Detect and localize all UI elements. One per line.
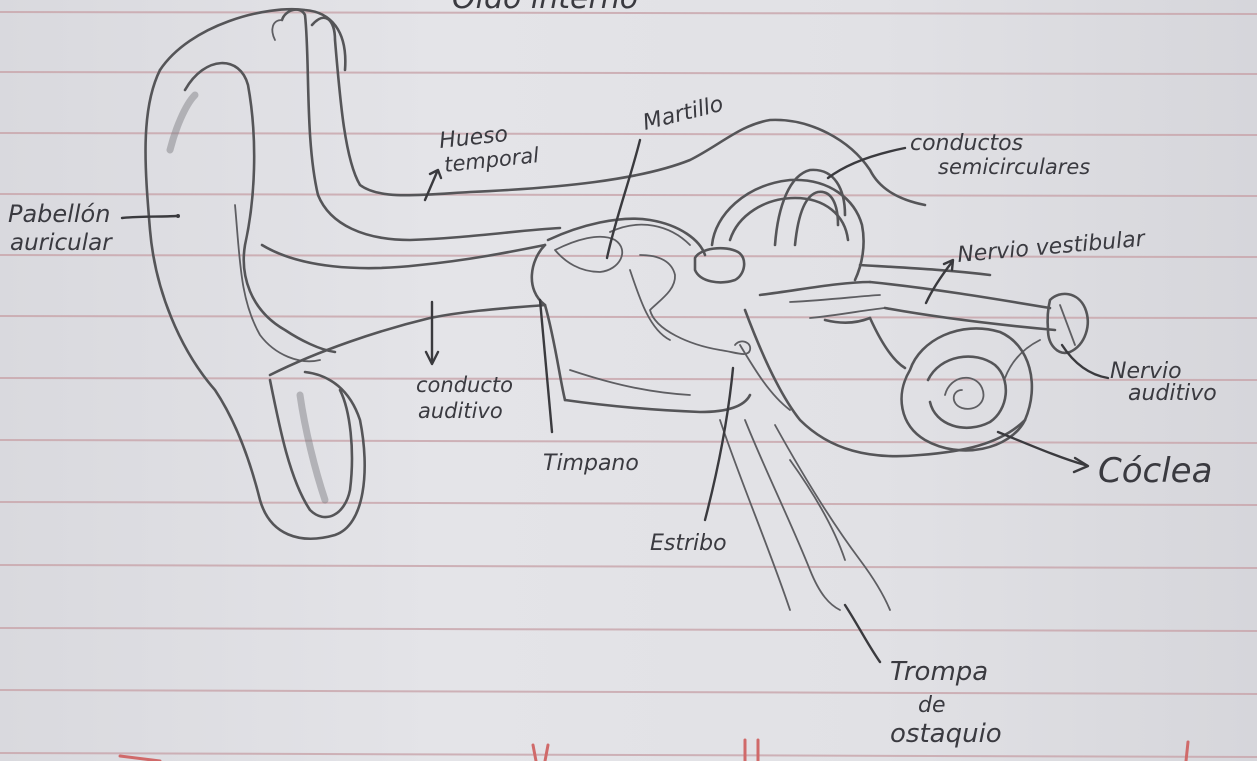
heading-fragment: Oído interno <box>452 0 638 16</box>
label-conductos: conductos <box>910 131 1023 156</box>
label-timpano: Timpano <box>543 451 639 476</box>
pinna-outline <box>146 9 365 538</box>
eustachian-tube <box>720 420 890 610</box>
label-martillo: Martillo <box>640 92 726 136</box>
label-trompa: Trompa <box>890 657 988 687</box>
middle-ear <box>532 219 750 412</box>
label-de: de <box>918 693 946 718</box>
cochlea <box>740 310 1032 456</box>
ruled-lines <box>0 12 1257 757</box>
labels: Pabellón auricular Hueso temporal Martil… <box>8 92 1217 749</box>
label-auditivo-nerve: auditivo <box>1128 381 1217 406</box>
label-coclea: Cóclea <box>1098 451 1212 491</box>
margin-marks <box>120 740 1188 761</box>
vestibular-nerve <box>760 265 1055 330</box>
label-estribo: Estribo <box>650 531 727 556</box>
label-semicirculares: semicirculares <box>938 155 1090 179</box>
label-pabellon: Pabellón <box>8 200 110 228</box>
semicircular-canals <box>712 170 864 280</box>
label-auricular: auricular <box>10 230 113 256</box>
ear-canal <box>262 245 545 375</box>
label-nervio-vestibular: Nervio vestibular <box>956 227 1147 268</box>
label-conducto: conducto <box>416 373 513 397</box>
leader-lines <box>122 140 1108 662</box>
label-auditivo-canal: auditivo <box>418 399 503 423</box>
label-ostaquio: ostaquio <box>890 719 1002 749</box>
